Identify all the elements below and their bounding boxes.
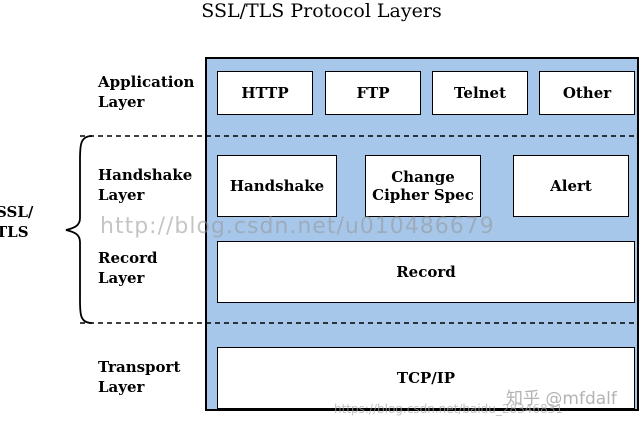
protocol-stack-panel: HTTP FTP Telnet Other Handshake Change C… — [205, 57, 639, 411]
ftp-box: FTP — [325, 71, 421, 115]
handshake-box: Handshake — [217, 155, 337, 217]
record-layer-label: Record Layer — [98, 249, 158, 287]
application-layer-label: Application Layer — [98, 73, 195, 111]
telnet-box: Telnet — [432, 71, 528, 115]
tcpip-box: TCP/IP — [217, 347, 635, 409]
alert-box: Alert — [513, 155, 629, 217]
ssl-tls-label: SSL/ TLS — [0, 203, 34, 241]
transport-layer-label: Transport Layer — [98, 358, 181, 396]
change-cipher-spec-box: Change Cipher Spec — [365, 155, 481, 217]
handshake-layer-label: Handshake Layer — [98, 166, 193, 204]
http-box: HTTP — [217, 71, 313, 115]
record-box: Record — [217, 241, 635, 303]
other-box: Other — [539, 71, 635, 115]
bottom-url-watermark: https://blog.csdn.net/baidu_28346831 — [334, 402, 563, 416]
ssl-tls-brace — [65, 135, 93, 324]
zhihu-watermark: 知乎 @mfdalf — [506, 389, 617, 409]
diagram-title: SSL/TLS Protocol Layers — [201, 0, 442, 22]
center-url-watermark: http://blog.csdn.net/u010486679 — [100, 214, 495, 239]
